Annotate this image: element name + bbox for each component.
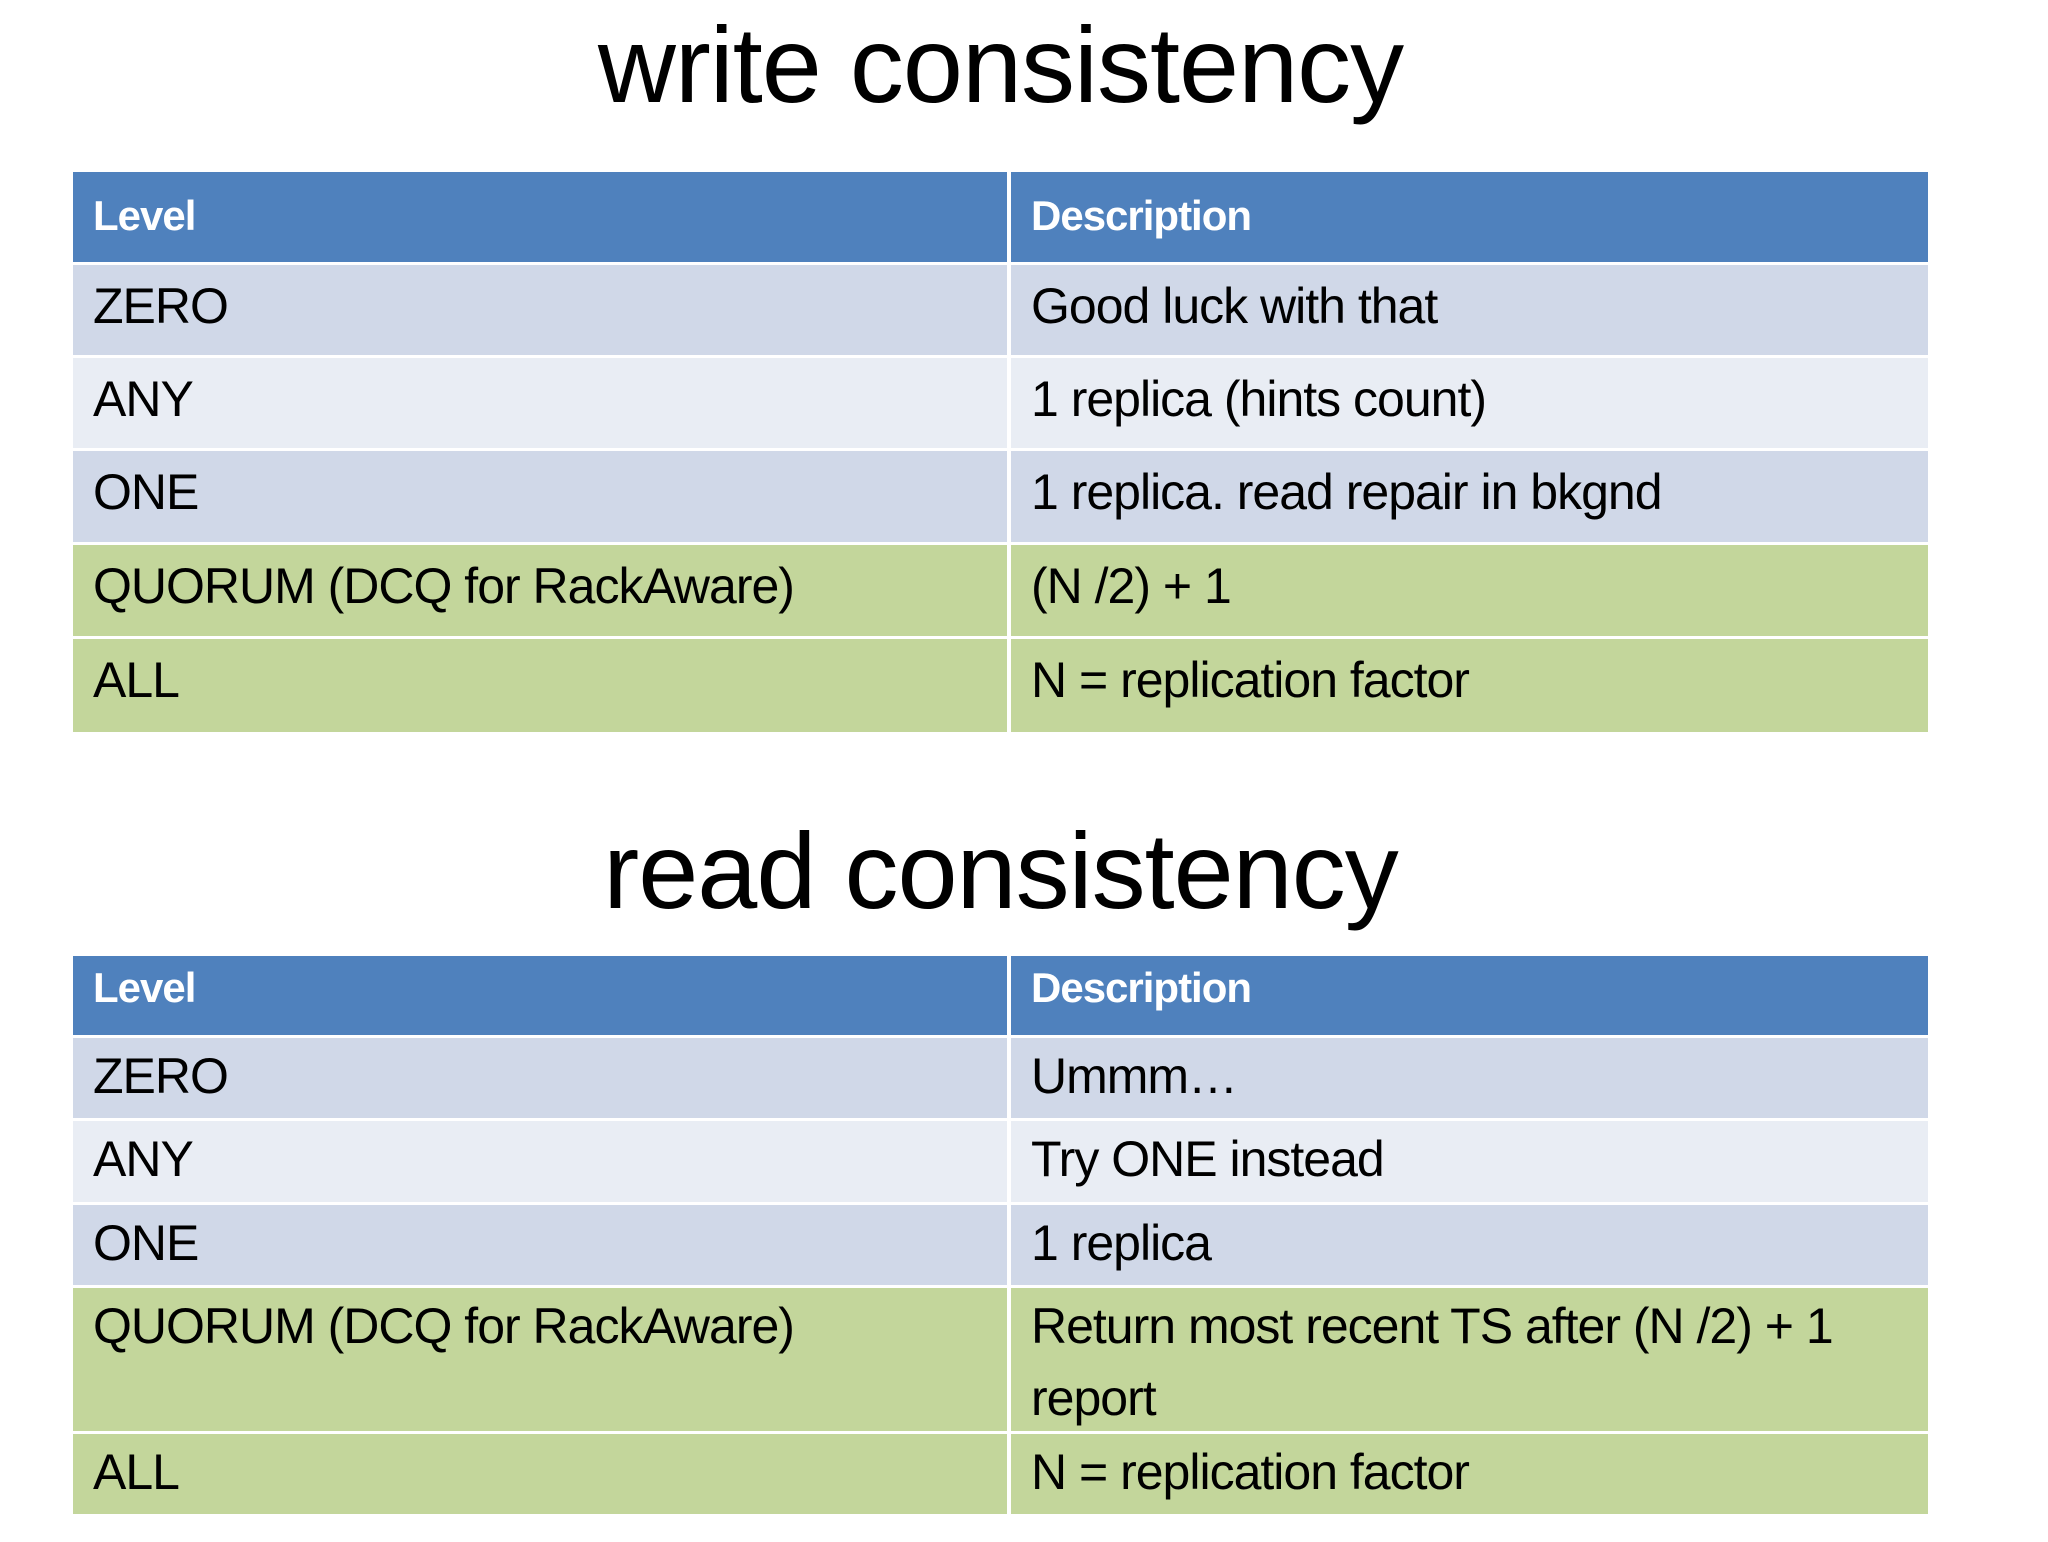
level-cell: ONE bbox=[73, 450, 1011, 542]
description-cell: N = replication factor bbox=[1011, 638, 1928, 732]
description-cell: Ummm… bbox=[1011, 1037, 1928, 1118]
description-cell: 1 replica bbox=[1011, 1204, 1928, 1285]
level-cell: ALL bbox=[73, 1433, 1011, 1514]
column-header-description: Description bbox=[1011, 955, 1928, 1035]
level-cell: QUORUM (DCQ for RackAware) bbox=[73, 544, 1011, 636]
level-cell: ANY bbox=[73, 357, 1011, 448]
level-cell: ANY bbox=[73, 1120, 1011, 1202]
level-cell: QUORUM (DCQ for RackAware) bbox=[73, 1287, 1011, 1431]
level-cell: ONE bbox=[73, 1204, 1011, 1285]
table-row: QUORUM (DCQ for RackAware)Return most re… bbox=[73, 1287, 1928, 1434]
table-header-row: Level Description bbox=[73, 955, 1928, 1038]
description-cell: Return most recent TS after (N /2) + 1 r… bbox=[1011, 1287, 1928, 1431]
level-cell: ZERO bbox=[73, 1037, 1011, 1118]
table-row: QUORUM (DCQ for RackAware)(N /2) + 1 bbox=[73, 544, 1928, 639]
description-cell: Try ONE instead bbox=[1011, 1120, 1928, 1202]
column-header-level: Level bbox=[73, 955, 1011, 1035]
description-cell: N = replication factor bbox=[1011, 1433, 1928, 1514]
slide-content: write consistency Level Description ZERO… bbox=[73, 4, 1928, 1514]
slide: { "colors": { "background": "#FFFFFF", "… bbox=[0, 4, 2048, 1542]
column-header-level: Level bbox=[73, 171, 1011, 262]
write-consistency-section: write consistency Level Description ZERO… bbox=[73, 4, 1928, 732]
description-cell: 1 replica (hints count) bbox=[1011, 357, 1928, 448]
write-consistency-title: write consistency bbox=[597, 4, 1404, 125]
description-cell: Good luck with that bbox=[1011, 264, 1928, 355]
description-cell: 1 replica. read repair in bkgnd bbox=[1011, 450, 1928, 542]
level-cell: ALL bbox=[73, 638, 1011, 732]
level-cell: ZERO bbox=[73, 264, 1011, 355]
read-consistency-title: read consistency bbox=[603, 809, 1398, 931]
description-cell: (N /2) + 1 bbox=[1011, 544, 1928, 636]
column-header-description: Description bbox=[1011, 171, 1928, 262]
table-header-row: Level Description bbox=[73, 171, 1928, 265]
